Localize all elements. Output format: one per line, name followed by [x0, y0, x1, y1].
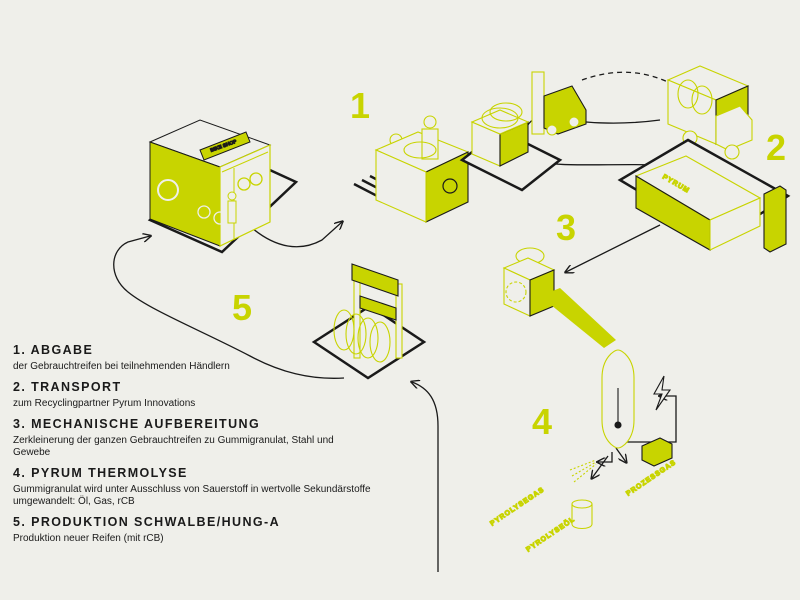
legend-step-title: 4. PYRUM THERMOLYSE	[13, 466, 188, 480]
flow-production-to-shop	[113, 236, 345, 379]
truck-wheel	[724, 144, 740, 160]
truck-illustration	[666, 65, 753, 160]
legend-step-desc: zum Recyclingpartner Pyrum Innovations	[13, 398, 196, 409]
truck-tire	[677, 79, 699, 109]
tire-production-illustration: SCHWALBE	[311, 263, 427, 380]
shop-sign-board	[199, 131, 251, 161]
granulate-chute	[540, 288, 616, 348]
forklift-mast	[531, 71, 545, 135]
display-sign	[351, 263, 399, 297]
counter-side	[375, 149, 427, 223]
legend-step-3: 3. MECHANISCHE AUFBEREITUNG Zerkleinerun…	[13, 417, 373, 459]
reactor-thermometer-bulb	[614, 421, 622, 429]
display-shelf	[359, 295, 397, 321]
dealer-head	[423, 115, 437, 129]
pyrolyseoel-label: PYROLYSEÖL	[524, 514, 576, 553]
bike-wheel	[249, 172, 263, 186]
flow-to-oil	[592, 455, 609, 478]
dealer-counter-illustration	[353, 115, 470, 223]
legend-step-title: 1. ABGABE	[13, 343, 94, 357]
step-number-2: 2	[766, 127, 786, 168]
shop-recycle-icon	[157, 179, 179, 201]
pyrolysis-gas-spray	[569, 459, 597, 483]
legend-step-desc: Gummigranulat wird unter Ausschluss von …	[13, 484, 371, 507]
legend-step-5: 5. PRODUKTION SCHWALBE/HUNG-A Produktion…	[13, 515, 373, 545]
truck-cab	[715, 105, 753, 151]
counter-recycle-icon	[442, 178, 458, 194]
truck-tire	[691, 85, 713, 115]
step-number-3: 3	[556, 207, 576, 248]
shredder-blade	[505, 281, 527, 303]
factory-side	[709, 197, 761, 251]
counter-tire	[403, 141, 437, 159]
shop-person-body	[227, 200, 237, 224]
process-legend: 1. ABGABE der Gebrauchtreifen bei teilne…	[13, 343, 373, 552]
flow-to-pyrolysis-gas	[598, 452, 613, 462]
forklift-wheel	[568, 116, 580, 128]
flow-to-process-gas	[615, 447, 626, 462]
pyrum-factory-illustration: PYRUM	[617, 138, 791, 253]
legend-step-title: 5. PRODUKTION SCHWALBE/HUNG-A	[13, 515, 280, 529]
process-gas-tank	[641, 437, 673, 467]
flow-shop-to-counter	[251, 222, 342, 248]
legend-step-title: 2. TRANSPORT	[13, 380, 122, 394]
flow-factory-to-shredder	[566, 224, 661, 272]
legend-step-2: 2. TRANSPORT zum Recyclingpartner Pyrum …	[13, 380, 373, 410]
thermolysis-illustration: PYROLYSEGAS PYROLYSEÖL PROZESSGAS	[489, 349, 678, 554]
flow-transport-dashed	[581, 71, 673, 85]
oil-barrel-top	[571, 499, 593, 509]
legend-step-1: 1. ABGABE der Gebrauchtreifen bei teilne…	[13, 343, 373, 373]
legend-step-desc: der Gebrauchtreifen bei teilnehmenden Hä…	[13, 361, 230, 372]
display-tire	[369, 321, 391, 363]
lightning-icon	[653, 375, 672, 411]
bike-wheel	[237, 177, 251, 191]
forklift-illustration	[459, 71, 587, 192]
flow-to-production	[412, 382, 439, 572]
legend-step-4: 4. PYRUM THERMOLYSE Gummigranulat wird u…	[13, 466, 373, 508]
container-tower	[763, 185, 787, 253]
display-tire	[333, 309, 355, 351]
legend-step-desc: Produktion neuer Reifen (mit rCB)	[13, 533, 164, 544]
legend-step-title: 3. MECHANISCHE AUFBEREITUNG	[13, 417, 261, 431]
bike-wheel	[197, 205, 211, 219]
step-number-4: 4	[532, 401, 552, 442]
step-number-1: 1	[350, 85, 370, 126]
bike-shop-illustration: BIKE SHOP	[147, 119, 299, 254]
crate-tire	[489, 102, 523, 122]
display-pole	[395, 283, 403, 359]
display-tire	[345, 313, 367, 355]
forklift-wheel	[546, 124, 558, 136]
bike-wheel	[213, 211, 227, 225]
display-tire	[357, 317, 379, 359]
oil-barrel	[571, 504, 593, 530]
pyrolysegas-label: PYROLYSEGAS	[489, 486, 546, 527]
shredder-illustration	[502, 247, 616, 348]
shop-person-head	[227, 191, 237, 201]
step-number-5: 5	[232, 287, 252, 328]
legend-step-desc: Zerkleinerung der ganzen Gebrauchtreifen…	[13, 435, 334, 458]
